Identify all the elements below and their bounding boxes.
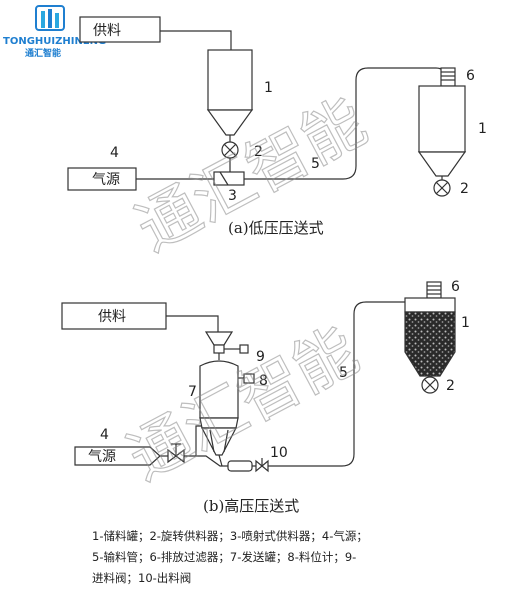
callout-5-b: 5 <box>339 365 348 381</box>
discharge-valve-b-icon <box>227 458 269 473</box>
legend-line-3: 进料阀；10-出料阀 <box>92 571 191 585</box>
exhaust-filter-b-icon <box>426 281 442 299</box>
tank-outlet-b <box>218 454 223 467</box>
air-line-b1 <box>184 425 202 457</box>
inlet-valve-b-icon <box>204 331 249 354</box>
air-source-box-b <box>74 446 161 466</box>
callout-2-b: 2 <box>446 378 455 394</box>
callout-2b-a: 2 <box>460 181 469 197</box>
feed-box-b <box>61 302 167 330</box>
rotary-feeder-a2-icon <box>433 176 451 197</box>
rotary-feeder-b-icon <box>421 376 439 394</box>
exhaust-filter-a-icon <box>440 67 456 87</box>
caption-a: (a)低压压送式 <box>228 219 324 237</box>
legend-line-2: 5-输料管；6-排放过滤器；7-发送罐；8-料位计；9- <box>92 550 356 564</box>
rotary-feeder-a-icon <box>221 135 239 172</box>
feed-line-a <box>160 30 232 52</box>
logo-name-cn: 通汇智能 <box>25 47 61 59</box>
feed-line-b <box>166 315 219 332</box>
receiving-tank-b <box>404 297 456 377</box>
air-line-b2 <box>196 455 228 467</box>
callout-7-b: 7 <box>188 384 197 400</box>
callout-1-b: 1 <box>461 315 470 331</box>
callout-4-a: 4 <box>110 145 119 161</box>
callout-2-a: 2 <box>254 144 263 160</box>
callout-5-a: 5 <box>311 156 320 172</box>
callout-1-a: 1 <box>264 80 273 96</box>
feed-box-a <box>79 16 161 43</box>
level-meter-b-icon <box>238 373 255 384</box>
callout-10-b: 10 <box>270 445 288 461</box>
callout-8-b: 8 <box>259 373 268 389</box>
callout-4-b: 4 <box>100 427 109 443</box>
send-tank-b <box>199 353 239 456</box>
logo-mark-icon <box>35 5 65 31</box>
company-logo: TONGHUIZHINENG 通汇智能 <box>3 5 106 59</box>
logo-name-en: TONGHUIZHINENG <box>3 36 106 47</box>
air-label-a: 气源 <box>92 172 120 188</box>
callout-1b-a: 1 <box>478 121 487 137</box>
caption-b: (b)高压压送式 <box>203 497 299 515</box>
air-label-b: 气源 <box>88 449 116 465</box>
receiving-tank-a <box>417 85 467 177</box>
feed-label-a: 供料 <box>93 23 121 39</box>
legend: 1-储料罐；2-旋转供料器；3-喷射式供料器；4-气源； 5-输料管；6-排放过… <box>92 529 368 585</box>
feed-label-b: 供料 <box>98 309 126 325</box>
diagram-a-low-pressure: 供料 1 2 气源 4 3 5 <box>67 16 487 237</box>
callout-6-b: 6 <box>451 279 460 295</box>
callout-9-b: 9 <box>256 349 265 365</box>
diagram-b-high-pressure: 供料 9 7 8 气源 4 <box>61 279 470 515</box>
storage-tank-a <box>206 49 254 136</box>
legend-line-1: 1-储料罐；2-旋转供料器；3-喷射式供料器；4-气源； <box>92 529 368 543</box>
callout-6-a: 6 <box>466 68 475 84</box>
callout-3-a: 3 <box>228 188 237 204</box>
